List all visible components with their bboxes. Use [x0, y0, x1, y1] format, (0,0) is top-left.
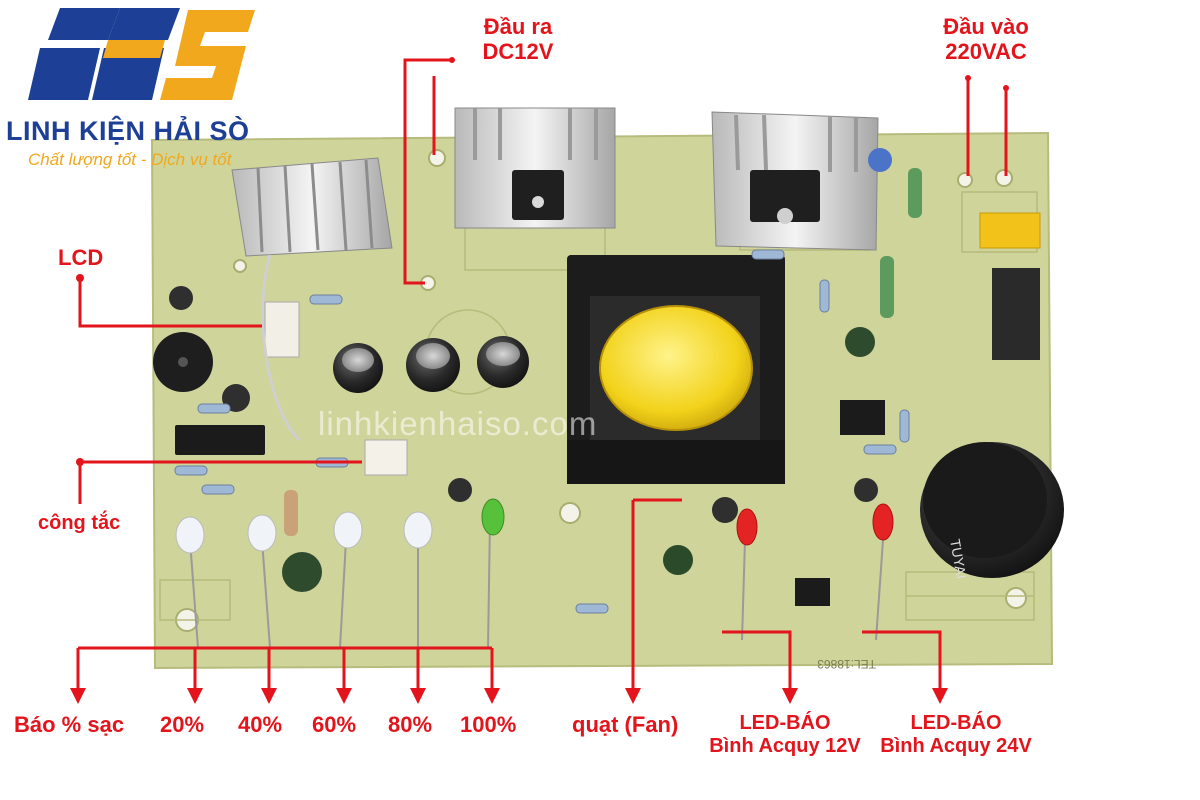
percent-20-label: 20% — [160, 712, 205, 737]
led-12v-label-line2: Bình Acquy 12V — [709, 735, 861, 757]
pcb-model-text: TEL:18863 — [817, 657, 876, 671]
percent-80-label: 80% — [388, 712, 433, 737]
heatsink-middle — [454, 107, 616, 229]
output-label: Đầu ra DC12V — [458, 14, 578, 65]
callout-arrows — [70, 57, 1009, 704]
brand-slogan: Chất lượng tốt - Dịch vụ tốt — [28, 150, 232, 169]
led-12v-label: LED-BÁO Bình Acquy 12V — [700, 712, 870, 758]
percent-60-label: 60% — [312, 712, 357, 737]
callout-lines — [76, 58, 1008, 690]
brand-name: LINH KIỆN HẢI SÒ — [6, 116, 250, 146]
input-label: Đầu vào 220VAC — [918, 14, 1054, 65]
lcd-label: LCD — [58, 245, 104, 270]
led-24v-label: LED-BÁO Bình Acquy 24V — [870, 712, 1042, 758]
input-label-line2: 220VAC — [945, 39, 1027, 65]
capacitor-brand-text: TUYAI — [947, 538, 970, 580]
company-logo — [28, 8, 255, 100]
heatsink-left — [231, 157, 393, 257]
transformer — [567, 255, 785, 484]
input-label-line1: Đầu vào — [943, 14, 1029, 39]
switch-connector — [364, 439, 408, 476]
ic-chip — [175, 425, 265, 455]
leds — [189, 519, 884, 649]
main-capacitor: TUYAI — [920, 442, 1064, 580]
yellow-capacitor — [979, 212, 1041, 249]
fan-label: quạt (Fan) — [572, 712, 679, 737]
heatsink-right — [711, 111, 892, 251]
percent-100-label: 100% — [460, 712, 517, 737]
led-24v-label-line2: Bình Acquy 24V — [880, 735, 1032, 757]
switch-label: công tắc — [38, 512, 121, 534]
output-label-line2: DC12V — [482, 39, 554, 65]
charge-percent-label: Báo % sạc — [14, 712, 125, 737]
watermark: linhkienhaiso.com — [318, 405, 598, 442]
mounting-holes — [175, 149, 1027, 632]
output-label-line1: Đầu ra — [483, 14, 553, 39]
led-24v-label-line1: LED-BÁO — [910, 712, 1002, 734]
electrolytic-capacitors — [169, 286, 878, 592]
percent-40-label: 40% — [238, 712, 283, 737]
resistors — [174, 249, 910, 614]
led-12v-label-line1: LED-BÁO — [739, 712, 831, 734]
lcd-connector — [264, 301, 300, 358]
